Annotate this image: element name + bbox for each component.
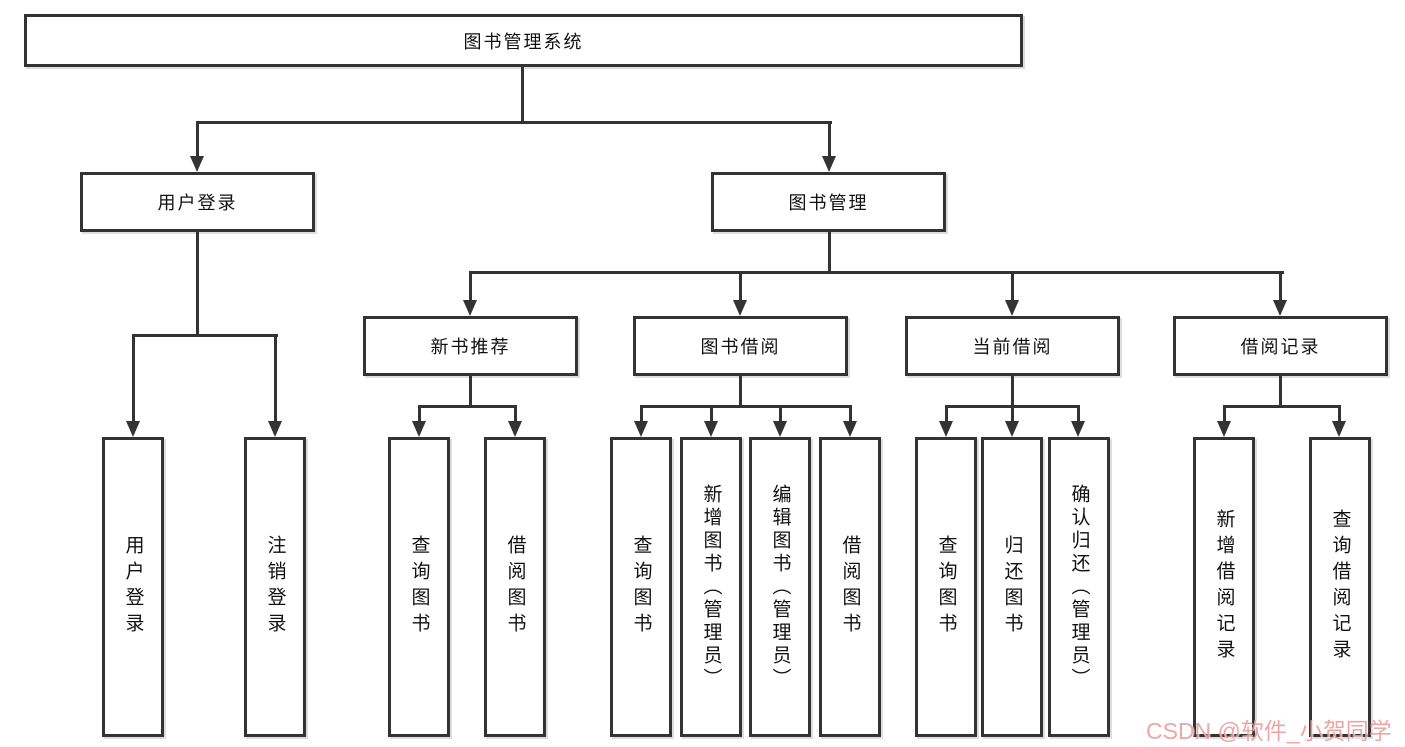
node-current-borrowing-label: 当前借阅 xyxy=(972,337,1053,357)
connector-line xyxy=(828,232,831,274)
connector-line xyxy=(1279,271,1282,301)
arrowhead-down-icon xyxy=(1071,421,1085,437)
arrowhead-down-icon xyxy=(1217,421,1231,437)
connector-line xyxy=(1077,405,1080,422)
arrowhead-down-icon xyxy=(733,300,747,316)
connector-line xyxy=(779,405,782,422)
connector-line xyxy=(849,405,852,422)
leaf-query-books-current: 查询图书 xyxy=(915,437,977,737)
connector-line xyxy=(196,121,199,158)
arrowhead-down-icon xyxy=(1005,300,1019,316)
leaf-query-borrow-record: 查询借阅记录 xyxy=(1309,437,1371,737)
connector-line xyxy=(640,405,643,422)
arrowhead-down-icon xyxy=(268,421,282,437)
connector-line xyxy=(521,67,524,124)
leaf-borrow-books-borrowing: 借阅图书 xyxy=(819,437,881,737)
connector-line xyxy=(1223,405,1341,408)
arrowhead-down-icon xyxy=(1273,300,1287,316)
node-current-borrowing: 当前借阅 xyxy=(905,316,1120,376)
connector-line xyxy=(739,376,742,408)
leaf-borrow-books-borrowing-label: 借阅图书 xyxy=(839,535,861,639)
leaf-confirm-return-admin: 确认归还（管理员） xyxy=(1048,437,1110,737)
arrowhead-down-icon xyxy=(1332,421,1346,437)
leaf-query-books-borrowing: 查询图书 xyxy=(610,437,672,737)
leaf-query-books-current-label: 查询图书 xyxy=(935,535,957,639)
leaf-add-borrow-record: 新增借阅记录 xyxy=(1193,437,1255,737)
connector-line xyxy=(514,405,517,422)
connector-line xyxy=(1011,271,1014,301)
arrowhead-down-icon xyxy=(126,421,140,437)
arrowhead-down-icon xyxy=(939,421,953,437)
connector-line xyxy=(418,405,517,408)
leaf-query-borrow-record-label: 查询借阅记录 xyxy=(1329,509,1351,665)
connector-line xyxy=(274,334,277,422)
connector-line xyxy=(196,121,832,124)
node-borrowing-records: 借阅记录 xyxy=(1173,316,1388,376)
node-root-label: 图书管理系统 xyxy=(463,31,584,52)
leaf-query-books-recommend-label: 查询图书 xyxy=(408,535,430,639)
connector-line xyxy=(132,334,135,422)
leaf-logout-label: 注销登录 xyxy=(264,535,286,639)
leaf-add-borrow-record-label: 新增借阅记录 xyxy=(1213,509,1235,665)
leaf-query-books-recommend: 查询图书 xyxy=(388,437,450,737)
connector-line xyxy=(469,271,1284,274)
node-new-book-recommendation: 新书推荐 xyxy=(363,316,578,376)
leaf-edit-book-admin-label: 编辑图书（管理员） xyxy=(769,483,791,691)
leaf-query-books-borrowing-label: 查询图书 xyxy=(630,535,652,639)
arrowhead-down-icon xyxy=(822,156,836,172)
leaf-borrow-books-recommend: 借阅图书 xyxy=(484,437,546,737)
connector-line xyxy=(132,334,278,337)
node-root: 图书管理系统 xyxy=(24,14,1023,67)
leaf-add-book-admin: 新增图书（管理员） xyxy=(680,437,742,737)
leaf-borrow-books-recommend-label: 借阅图书 xyxy=(504,535,526,639)
csdn-watermark: CSDN @软件_小贺同学 xyxy=(1146,718,1392,744)
connector-line xyxy=(710,405,713,422)
connector-line xyxy=(196,232,199,337)
arrowhead-down-icon xyxy=(704,421,718,437)
arrowhead-down-icon xyxy=(463,300,477,316)
leaf-return-book: 归还图书 xyxy=(981,437,1043,737)
connector-line xyxy=(1223,405,1226,422)
node-user-login: 用户登录 xyxy=(80,172,315,232)
node-book-borrowing: 图书借阅 xyxy=(633,316,848,376)
leaf-confirm-return-admin-label: 确认归还（管理员） xyxy=(1068,483,1090,691)
leaf-user-login-label: 用户登录 xyxy=(122,535,144,639)
arrowhead-down-icon xyxy=(773,421,787,437)
node-user-login-label: 用户登录 xyxy=(157,193,238,213)
connector-line xyxy=(945,405,948,422)
node-new-book-recommendation-label: 新书推荐 xyxy=(430,337,511,357)
leaf-user-login: 用户登录 xyxy=(102,437,164,737)
connector-line xyxy=(469,376,472,408)
arrowhead-down-icon xyxy=(412,421,426,437)
connector-line xyxy=(469,271,472,301)
leaf-logout: 注销登录 xyxy=(244,437,306,737)
node-book-management: 图书管理 xyxy=(711,172,946,232)
connector-line xyxy=(739,271,742,301)
node-borrowing-records-label: 借阅记录 xyxy=(1240,337,1321,357)
arrowhead-down-icon xyxy=(1005,421,1019,437)
connector-line xyxy=(1279,376,1282,408)
connector-line xyxy=(1011,405,1014,422)
arrowhead-down-icon xyxy=(634,421,648,437)
connector-line xyxy=(418,405,421,422)
leaf-add-book-admin-label: 新增图书（管理员） xyxy=(700,483,722,691)
connector-line xyxy=(1011,376,1014,408)
leaf-return-book-label: 归还图书 xyxy=(1001,535,1023,639)
arrowhead-down-icon xyxy=(190,156,204,172)
arrowhead-down-icon xyxy=(508,421,522,437)
node-book-borrowing-label: 图书借阅 xyxy=(700,337,781,357)
node-book-management-label: 图书管理 xyxy=(788,193,869,213)
arrowhead-down-icon xyxy=(843,421,857,437)
connector-line xyxy=(1338,405,1341,422)
leaf-edit-book-admin: 编辑图书（管理员） xyxy=(749,437,811,737)
connector-line xyxy=(640,405,851,408)
connector-line xyxy=(828,121,831,158)
